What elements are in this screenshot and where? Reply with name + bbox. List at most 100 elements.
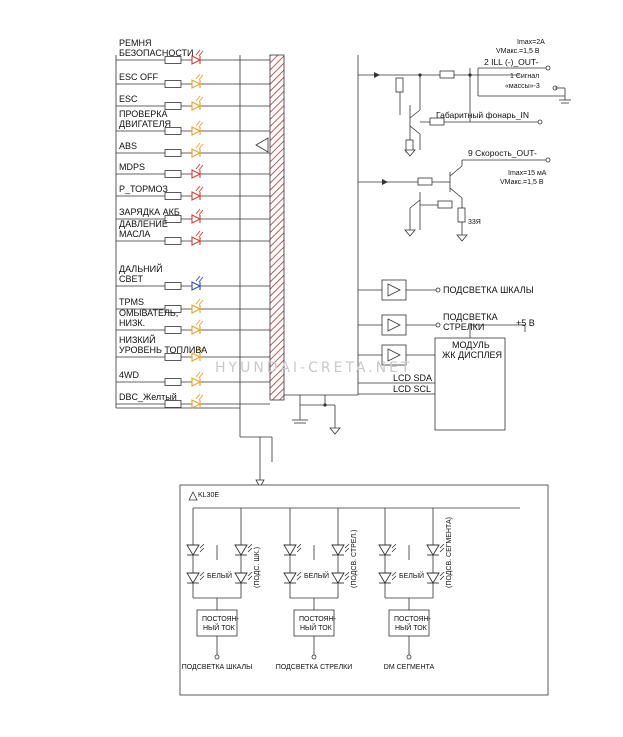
indicator-row: ABS: [116, 141, 270, 158]
led-icon: [283, 543, 302, 556]
indicator-label: ЗАРЯДКА АКБ: [119, 207, 180, 217]
constant-current-label: ПОСТОЯН-: [394, 616, 432, 623]
led-icon: [191, 319, 204, 335]
speed-out-label: 9 Скорость_OUT-: [468, 148, 537, 158]
led-icon: [378, 543, 397, 556]
plus5-label: +5 В: [516, 318, 535, 328]
resistor: [164, 102, 182, 110]
led-icon: [191, 298, 204, 314]
speed-imax-label: Imax=15 мА: [508, 170, 547, 177]
led-icon: [331, 543, 350, 556]
buffers: [358, 279, 441, 366]
constant-current-block: [196, 609, 238, 637]
indicator-label: TPMS: [119, 297, 144, 307]
indicator-row: 4WD: [116, 370, 270, 387]
indicator-row: ЗАРЯДКА АКБ: [116, 207, 270, 224]
indicator-row: ОМЫВАТЕЛЬ,НИЗК.: [116, 308, 270, 335]
led-icon: [426, 543, 445, 556]
led-icon: [191, 163, 204, 179]
hatched-bus: [269, 54, 285, 401]
constant-current-label: ПОСТОЯН-: [202, 616, 240, 623]
resistor: [164, 149, 182, 157]
ill-vmax-label: VМакс.=1,5 В: [496, 48, 540, 55]
resistor-label: 33Я: [468, 219, 481, 226]
led-icon: [283, 571, 302, 584]
led-icon: [191, 142, 204, 158]
block-note-label: (ПОДСВ. СЕГМЕНТА): [446, 517, 453, 588]
needle-light-label-1: ПОДСВЕТКА: [443, 312, 498, 322]
indicator-row: P_ТОРМОЗ: [116, 184, 270, 201]
resistor: [164, 305, 182, 313]
led-icon: [191, 73, 204, 89]
led-icon: [186, 571, 205, 584]
lcd-module: [358, 324, 526, 431]
led-icon: [234, 543, 253, 556]
resistor: [164, 192, 182, 200]
block-output-label: DM СЕГМЕНТА: [384, 664, 435, 671]
watermark: HYUNDAI-CRETA.NET: [215, 360, 413, 376]
white-label: БЕЛЫЙ: [207, 571, 232, 580]
constant-current-label: ПОСТОЯН-: [299, 616, 337, 623]
constant-current-label: НЫЙ ТОК: [395, 623, 428, 632]
resistor: [164, 378, 182, 386]
lcd-sda-label: LCD SDA: [393, 373, 432, 383]
led-icon: [191, 208, 204, 224]
led-icon: [191, 371, 204, 387]
led-icon: [191, 393, 204, 409]
led-icon: [234, 571, 253, 584]
signal-label-2: «массы»-3: [505, 83, 540, 90]
led-icon: [378, 571, 397, 584]
indicator-label: P_ТОРМОЗ: [119, 184, 168, 194]
resistor: [164, 353, 182, 361]
indicator-label: 4WD: [119, 370, 140, 380]
led-block: БЕЛЫЙ(ПОДСВ. СЕГМЕНТА)ПОСТОЯН-НЫЙ ТОКDM …: [378, 508, 453, 671]
resistor: [164, 80, 182, 88]
ill-imax-label: Imax=2A: [517, 39, 545, 46]
led-icon: [191, 230, 204, 246]
indicator-row: MDPS: [116, 162, 270, 179]
led-blocks: БЕЛЫЙ(ПОДС. ШК.)ПОСТОЯН-НЫЙ ТОКПОДСВЕТКА…: [182, 508, 453, 671]
block-note-label: (ПОДС. ШК.): [254, 547, 261, 588]
signal-label-1: 1 Сигнал: [510, 73, 539, 80]
resistor: [164, 282, 182, 290]
led-icon: [191, 49, 204, 65]
led-icon: [191, 346, 204, 362]
frame-ground: [292, 395, 341, 435]
bus-arrow-icon: [255, 137, 269, 153]
white-label: БЕЛЫЙ: [304, 571, 329, 580]
indicator-label: ОМЫВАТЕЛЬ,НИЗК.: [119, 308, 178, 328]
led-icon: [186, 543, 205, 556]
constant-current-block: [293, 609, 335, 637]
led-block: БЕЛЫЙ(ПОДСВ. СТРЕЛ.)ПОСТОЯН-НЫЙ ТОКПОДСВ…: [276, 508, 358, 671]
lcd-title-1: МОДУЛЬ: [452, 340, 490, 350]
resistor: [164, 56, 182, 64]
indicator-label: ABS: [119, 141, 137, 151]
constant-current-label: НЫЙ ТОК: [203, 623, 236, 632]
led-icon: [331, 571, 350, 584]
main-frame: [115, 55, 359, 488]
scale-light-label: ПОДСВЕТКА ШКАЛЫ: [443, 285, 534, 295]
block-note-label: (ПОДСВ. СТРЕЛ.): [351, 530, 358, 588]
resistor: [164, 127, 182, 135]
ill-out-label: 2 ILL (-)_OUT-: [484, 57, 539, 67]
led-icon: [426, 571, 445, 584]
resistor: [164, 326, 182, 334]
indicator-row: TPMS: [116, 297, 270, 314]
indicator-label: DBC_Желтый: [119, 392, 177, 402]
constant-current-label: НЫЙ ТОК: [300, 623, 333, 632]
led-block: БЕЛЫЙ(ПОДС. ШК.)ПОСТОЯН-НЫЙ ТОКПОДСВЕТКА…: [182, 508, 261, 671]
resistor: [164, 237, 182, 245]
lcd-scl-label: LCD SCL: [393, 384, 431, 394]
indicator-row: DBC_Желтый: [116, 392, 270, 409]
led-icon: [191, 120, 204, 136]
indicator-row: ESC: [116, 94, 270, 111]
resistor: [164, 400, 182, 408]
